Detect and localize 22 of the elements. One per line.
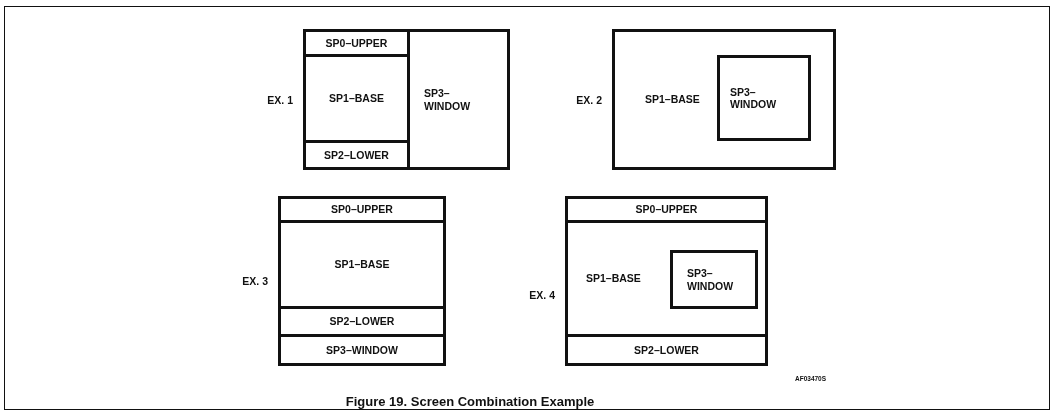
region-label: SP3– WINDOW: [687, 267, 735, 292]
region-label: SP3– WINDOW: [730, 85, 778, 111]
region-label: SP2–LOWER: [324, 148, 389, 162]
screen-region: [717, 55, 811, 141]
region-label: SP1–BASE: [645, 93, 700, 106]
screen-region: [670, 250, 758, 309]
example-label: EX. 2: [576, 93, 602, 106]
region-label: SP0–UPPER: [331, 203, 393, 216]
region-label: SP2–LOWER: [634, 343, 699, 357]
region-label: SP3– WINDOW: [424, 87, 472, 112]
region-label: SP1–BASE: [329, 92, 384, 105]
region-label: SP1–BASE: [334, 258, 390, 271]
region-label: SP2–LOWER: [329, 315, 395, 328]
example-label: EX. 1: [267, 93, 293, 106]
screen-region: [612, 29, 836, 170]
region-label: SP0–UPPER: [635, 203, 698, 216]
example-label: EX. 4: [529, 289, 555, 301]
figure-caption: Figure 19. Screen Combination Example: [344, 394, 596, 409]
region-label: SP1–BASE: [586, 272, 641, 285]
region-label: SP0–UPPER: [325, 36, 388, 50]
region-label: SP3–WINDOW: [326, 343, 398, 357]
example-label: EX. 3: [242, 275, 268, 287]
